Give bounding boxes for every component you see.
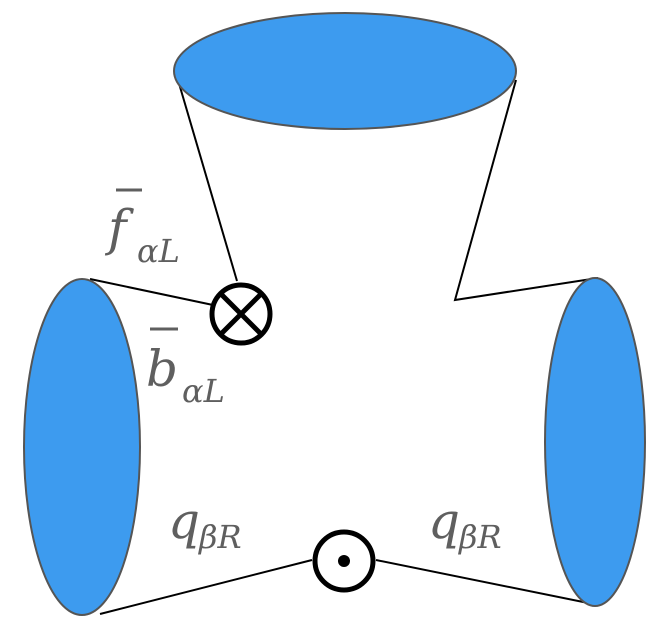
q-right-subscript: βR [458,518,502,556]
left-tube-bottom-edge [99,559,313,615]
right-tube-opening [544,277,646,607]
otimes-vertex [209,282,273,346]
q-left-base: q [168,492,200,550]
f-subscript: αL [137,232,180,270]
label-q-beta-R-left: q βR [168,492,242,556]
label-q-beta-R-right: q βR [428,492,502,556]
top-tube-opening [173,12,517,130]
left-tube-top-edge [89,278,214,306]
q-left-subscript: βR [198,518,242,556]
right-tube-bottom-edge [375,559,599,606]
b-base: b [146,340,178,398]
odot-vertex [312,529,376,593]
surface-outline [89,79,599,615]
q-right-base: q [428,492,460,550]
top-tube-left-edge [177,79,238,282]
top-tube-right-edge [453,79,599,302]
label-b-alpha-L: b αL [146,327,225,410]
left-tube-opening [23,278,141,616]
f-base: f [104,199,134,257]
label-f-alpha-L: f αL [104,188,180,270]
b-subscript: αL [182,372,225,410]
